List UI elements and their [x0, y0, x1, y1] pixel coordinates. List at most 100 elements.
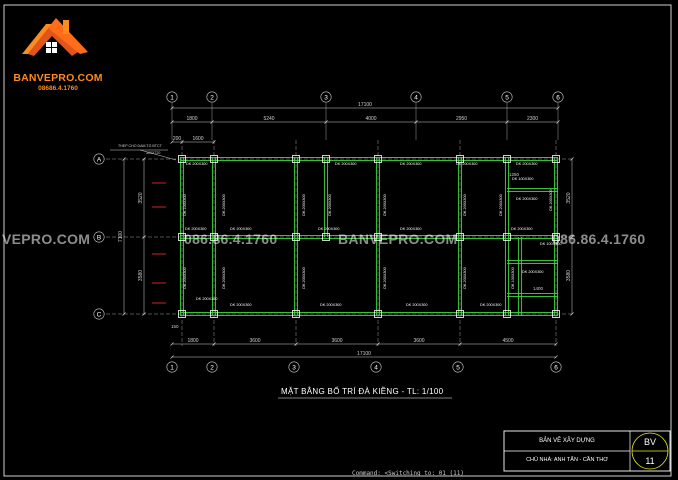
dim-left-total-tick — [122, 312, 126, 316]
beam-label: DK 200X300 — [516, 197, 538, 201]
dim-top-spans-label: 2950 — [456, 116, 467, 122]
column-footing — [503, 155, 511, 163]
beam-label: DK 100X300 — [183, 194, 187, 216]
beam-label: DK 200X300 — [302, 267, 306, 289]
beam-label: DK 200X300 — [230, 227, 252, 231]
grid-bubble — [410, 91, 422, 103]
beam-label: DK 200X300 — [222, 267, 226, 289]
logo-phone-text: 08686.4.1760 — [38, 85, 78, 92]
dim-top-total-tick — [556, 106, 560, 110]
dim-left-total-tick — [122, 157, 126, 161]
grid-bubble — [206, 361, 218, 373]
callout-note: THEP CHO DAM TG BTCT 300X720 — [110, 144, 177, 161]
grid-bubble — [320, 91, 332, 103]
column-footing — [322, 155, 330, 163]
dim-bottom-spans-tick — [458, 342, 462, 346]
watermark-site-partial: VEPRO.COM — [2, 231, 91, 247]
grid-bubble-label: 1 — [170, 364, 174, 371]
grid-bubble-label: C — [97, 311, 102, 318]
brand-logo: BANVEPRO.COM 08686.4.1760 — [8, 12, 108, 96]
dim-top-total-tick — [170, 106, 174, 110]
title-block-owner: CHỦ NHÀ: ANH TẤN - CẦN THƠ — [526, 457, 608, 463]
grid-bubble-label: 2 — [210, 364, 214, 371]
column-footing — [374, 155, 382, 163]
grid-bubble-label: 6 — [554, 364, 558, 371]
dim-bottom-spans-label: 1800 — [187, 338, 198, 344]
dim-bottom-spans-tick — [554, 342, 558, 346]
beam-label: DK 200X300 — [383, 194, 387, 216]
column-footing — [374, 233, 382, 241]
watermark-phone-right: 086.86.4.1760 — [552, 231, 646, 247]
column-footing — [456, 310, 464, 318]
dim-top-spans-tick — [556, 120, 560, 124]
title-block-code: BV — [643, 437, 656, 447]
callout-note-line2: 300X720 — [146, 151, 160, 155]
dim-bottom-spans-label: 3600 — [249, 338, 260, 344]
dim-left-spans-label: 3580 — [138, 270, 144, 281]
column-footing — [503, 233, 511, 241]
beam-label-layer: DK 200X300 DK 200X300 DK 200X300 DK 200X300… — [183, 162, 562, 307]
grid-bubble-label: 5 — [505, 94, 509, 101]
beam-label: DK 200X300 — [318, 227, 340, 231]
dim-bottom-spans-tick — [294, 342, 298, 346]
column-footing — [178, 233, 186, 241]
grid-bubble-label: 5 — [456, 364, 460, 371]
beam-label: DK 200X300 — [400, 227, 422, 231]
dim-left-spans-label: 3520 — [138, 192, 144, 203]
beam-label: DK 200X300 — [511, 227, 533, 231]
beam-label: DK 200X300 — [222, 194, 226, 216]
column-footing — [210, 233, 218, 241]
grid-bubble-label: A — [97, 156, 102, 163]
grid-bubble — [552, 91, 564, 103]
grid-bubble-label: 3 — [292, 364, 296, 371]
beam-label: DK 200X300 — [400, 162, 422, 166]
column-footing — [292, 233, 300, 241]
column-footing — [178, 310, 186, 318]
column-layer — [178, 155, 560, 318]
axis-layer — [106, 103, 572, 346]
dim-bottom-spans-tick — [376, 342, 380, 346]
grid-bubble-label: 4 — [374, 364, 378, 371]
grid-bubble — [93, 231, 105, 243]
grid-bubble — [550, 361, 562, 373]
column-footing — [456, 155, 464, 163]
column-footing — [552, 233, 560, 241]
column-footing — [292, 310, 300, 318]
beam-label: DK 200X300 — [230, 303, 252, 307]
dim-top-spans-label: 4000 — [365, 116, 376, 122]
watermark-phone-left: 086.86.4.1760 — [184, 231, 278, 247]
dim-right-spans-tick — [570, 235, 574, 239]
watermark-site: BANVEPRO.COM — [338, 231, 458, 247]
dim-top-sub-tick — [170, 140, 174, 144]
dim-bottom-total-label: 17100 — [357, 351, 371, 357]
dim-bottom-total-tick — [554, 355, 558, 359]
beam-label: DK 100X300 — [511, 267, 515, 289]
beam-label: DK 200X300 — [522, 270, 544, 274]
command-line-text[interactable]: Command: <Switching to: 01 (11) — [352, 470, 464, 477]
column-footing — [322, 233, 330, 241]
beam-label: DK 200X300 — [185, 227, 207, 231]
column-footing — [210, 310, 218, 318]
beam-label: DK 200X300 — [183, 267, 187, 289]
title-block-sheet-number: 11 — [645, 456, 655, 466]
beam-label: DK 200X300 — [480, 303, 502, 307]
sheet-border — [3, 4, 672, 477]
foundation-beam-layer — [179, 156, 559, 317]
beam-label: DK 200X300 — [320, 303, 342, 307]
beam-label: DK 200X300 — [456, 162, 478, 166]
dim-left-spans-tick — [142, 312, 146, 316]
dim-left-spans-tick — [142, 235, 146, 239]
house-roof-icon — [22, 18, 88, 56]
dim-inner-label: 1250 — [509, 172, 520, 177]
logo-brand-text: BANVEPRO.COM — [13, 72, 103, 84]
dim-top-spans-tick — [505, 120, 509, 124]
grid-bubble — [370, 361, 382, 373]
dim-bottom-spans-label: 3600 — [331, 338, 342, 344]
beam-label: DK 200X300 — [499, 194, 503, 216]
beam-label: DK 200X300 — [335, 162, 357, 166]
dim-bottom-spans-label: 3600 — [413, 338, 424, 344]
drawing-title: MẶT BẰNG BỐ TRÍ ĐÀ KIỀNG - TL: 1/100 — [281, 387, 444, 396]
